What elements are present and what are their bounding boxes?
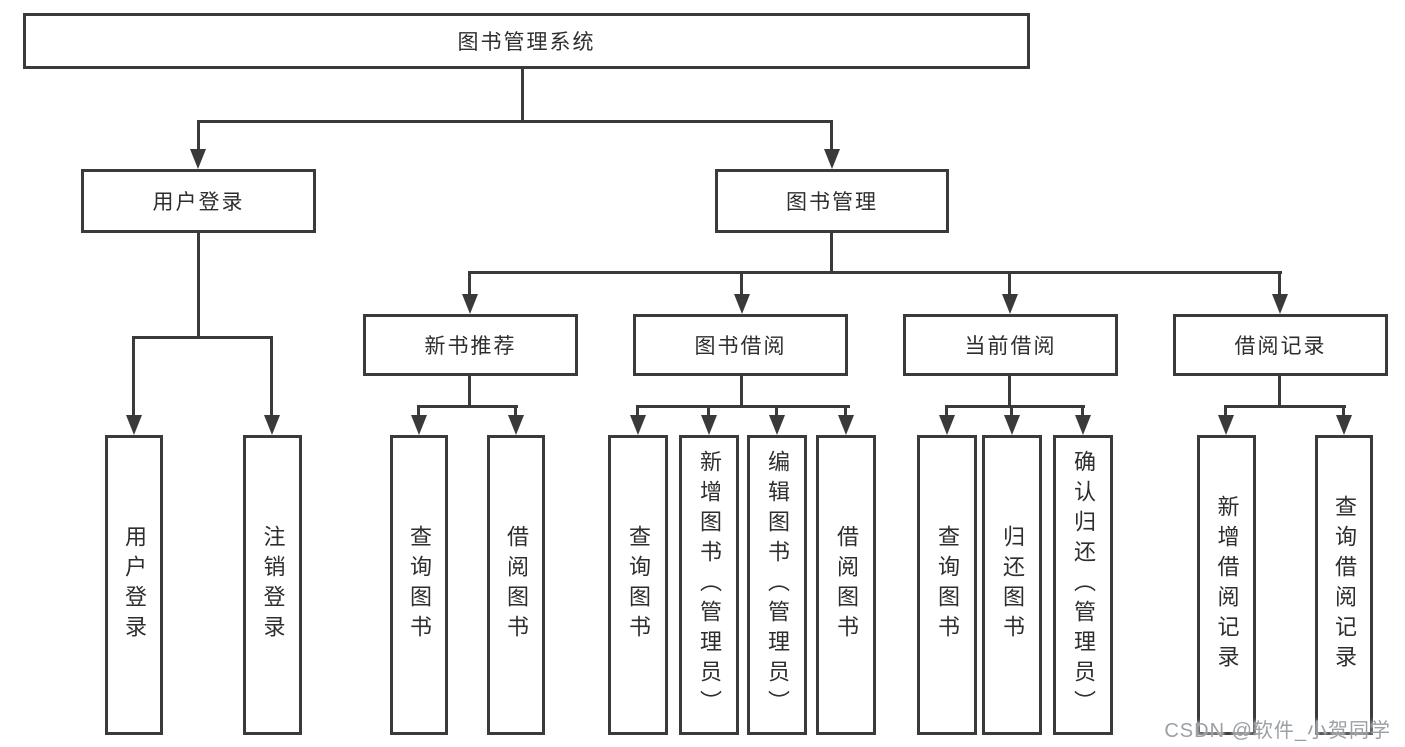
connector-line	[197, 233, 200, 338]
connector-line	[1342, 405, 1345, 417]
connector-line	[417, 405, 420, 417]
leaf-query-books-2: 查询图书	[608, 435, 668, 735]
connector-line	[417, 405, 518, 408]
connector-line	[844, 405, 847, 417]
leaf-logout: 注销登录	[243, 435, 302, 735]
leaf-user-login: 用户登录	[105, 435, 163, 735]
arrowhead-down-icon	[462, 294, 478, 314]
node-root-system: 图书管理系统	[23, 13, 1030, 69]
node-user-login-branch: 用户登录	[81, 169, 316, 233]
arrowhead-down-icon	[1075, 415, 1091, 435]
node-current-borrowing: 当前借阅	[903, 314, 1118, 376]
arrowhead-down-icon	[701, 415, 717, 435]
connector-line	[830, 120, 833, 150]
connector-line	[775, 405, 778, 417]
connector-line	[1278, 376, 1281, 408]
arrowhead-down-icon	[824, 149, 840, 169]
arrowhead-down-icon	[630, 415, 646, 435]
connector-line	[514, 405, 517, 417]
arrowhead-down-icon	[734, 294, 750, 314]
leaf-add-borrow-record: 新增借阅记录	[1197, 435, 1256, 735]
arrowhead-down-icon	[1272, 294, 1288, 314]
connector-line	[468, 271, 471, 297]
leaf-return-book: 归还图书	[982, 435, 1042, 735]
csdn-watermark: CSDN @软件_小贺同学	[1164, 720, 1391, 742]
leaf-borrow-books-1: 借阅图书	[487, 435, 545, 735]
connector-line	[132, 336, 273, 339]
arrowhead-down-icon	[1336, 415, 1352, 435]
connector-line	[468, 376, 471, 408]
arrowhead-down-icon	[126, 415, 142, 435]
leaf-edit-book-admin: 编辑图书（管理员）	[747, 435, 807, 735]
connector-line	[707, 405, 710, 417]
leaf-confirm-return-admin: 确认归还（管理员）	[1053, 435, 1113, 735]
arrowhead-down-icon	[1002, 294, 1018, 314]
connector-line	[468, 271, 1282, 274]
connector-line	[197, 120, 200, 150]
connector-line	[1081, 405, 1084, 417]
connector-line	[1008, 271, 1011, 297]
arrowhead-down-icon	[190, 149, 206, 169]
arrowhead-down-icon	[264, 415, 280, 435]
arrowhead-down-icon	[838, 415, 854, 435]
connector-line	[132, 336, 135, 416]
connector-line	[636, 405, 850, 408]
connector-line	[1224, 405, 1346, 408]
connector-line	[1224, 405, 1227, 417]
connector-line	[740, 376, 743, 408]
leaf-add-book-admin: 新增图书（管理员）	[679, 435, 739, 735]
leaf-borrow-books-2: 借阅图书	[816, 435, 876, 735]
node-borrowing-records: 借阅记录	[1173, 314, 1388, 376]
connector-line	[830, 233, 833, 274]
arrowhead-down-icon	[1218, 415, 1234, 435]
connector-line	[740, 271, 743, 297]
node-book-borrowing: 图书借阅	[633, 314, 848, 376]
connector-line	[1010, 405, 1013, 417]
connector-line	[945, 405, 948, 417]
arrowhead-down-icon	[411, 415, 427, 435]
arrowhead-down-icon	[769, 415, 785, 435]
arrowhead-down-icon	[1004, 415, 1020, 435]
connector-line	[1278, 271, 1281, 297]
connector-line	[197, 120, 833, 123]
arrowhead-down-icon	[508, 415, 524, 435]
connector-line	[521, 69, 524, 123]
connector-line	[945, 405, 1085, 408]
leaf-query-books-3: 查询图书	[917, 435, 977, 735]
leaf-query-borrow-record: 查询借阅记录	[1315, 435, 1373, 735]
arrowhead-down-icon	[939, 415, 955, 435]
leaf-query-books-1: 查询图书	[390, 435, 448, 735]
connector-line	[1008, 376, 1011, 408]
node-new-book-recommendation: 新书推荐	[363, 314, 578, 376]
connector-line	[636, 405, 639, 417]
connector-line	[270, 336, 273, 416]
node-book-management-branch: 图书管理	[715, 169, 949, 233]
